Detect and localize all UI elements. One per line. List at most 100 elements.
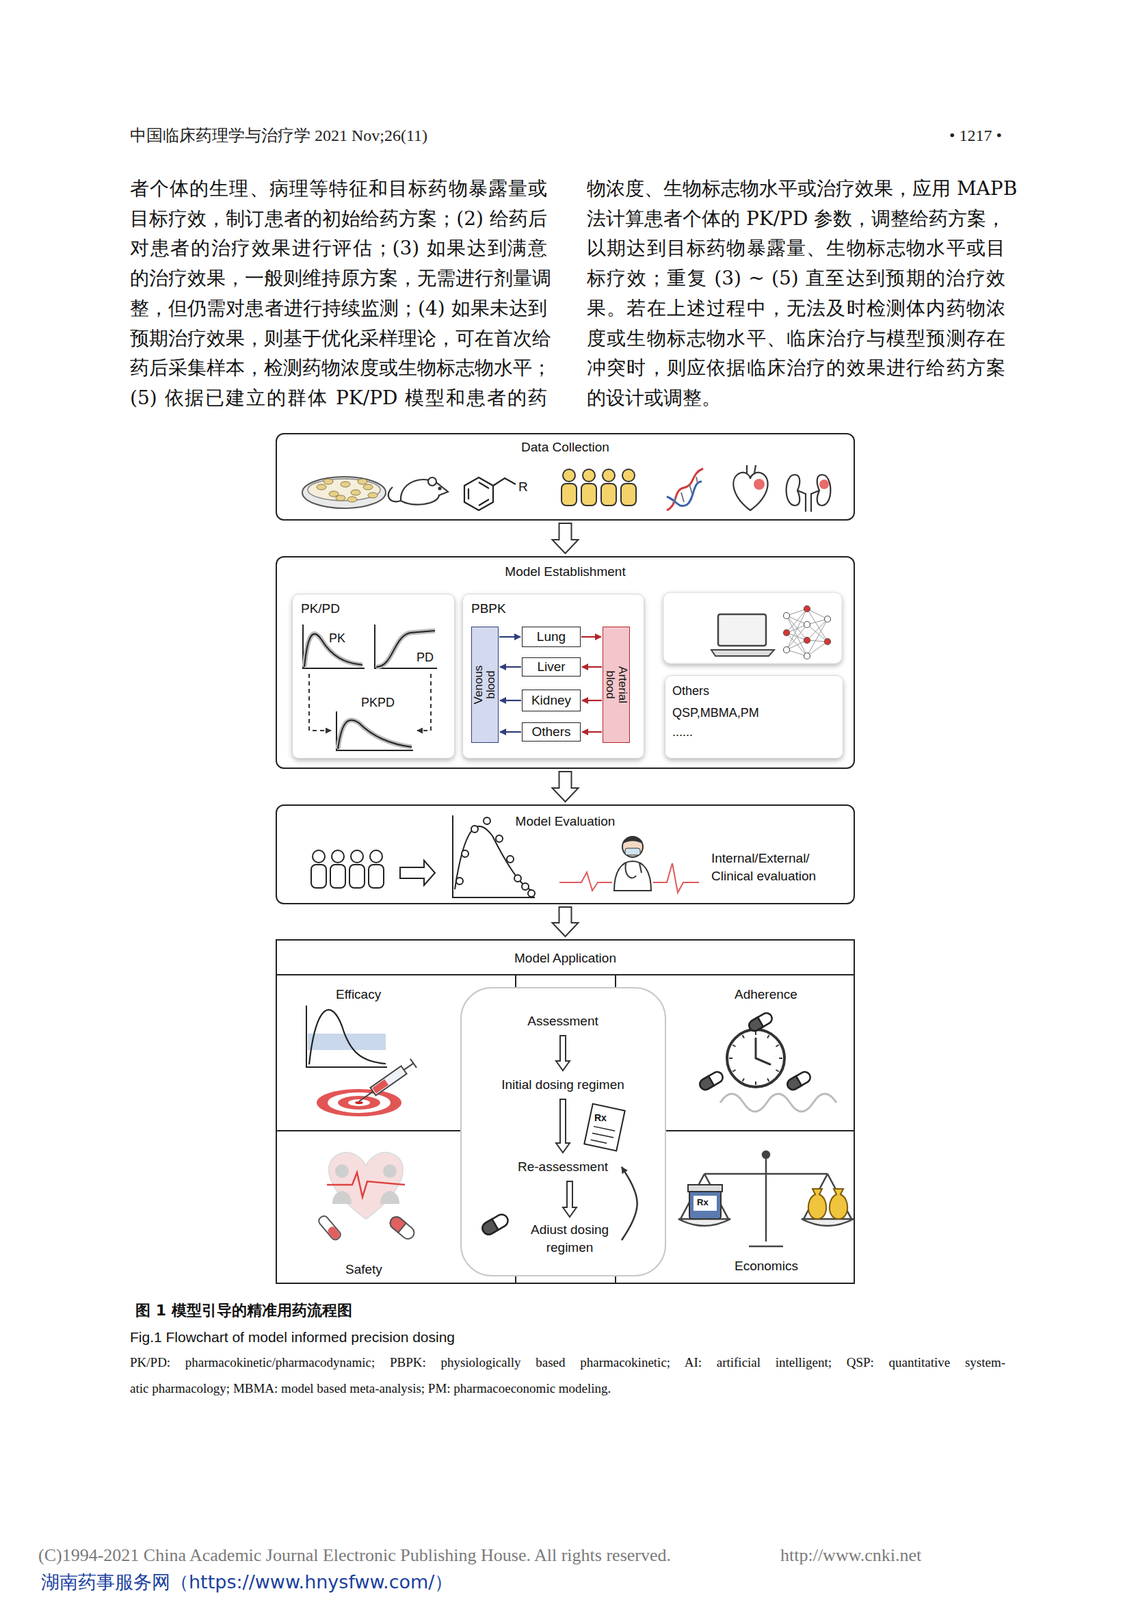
petri-dish: [302, 476, 386, 509]
dashed-arrow: [309, 673, 431, 731]
capsule-icon: [480, 1211, 511, 1237]
grid-line: [656, 1129, 855, 1132]
pd-plot: [374, 624, 438, 669]
fit-plot: [514, 874, 522, 882]
text-label: 湖南药事服务网（https://www.hnysfww.com/）: [41, 1570, 453, 1594]
node-text: Liver: [522, 659, 580, 676]
target-icon: [327, 1092, 391, 1113]
fit-plot: [456, 877, 464, 885]
clock-tick: [775, 1069, 779, 1072]
pill-icon: [697, 1010, 812, 1092]
fit-plot: [495, 835, 503, 842]
blood-column: Arterial blood: [602, 626, 630, 743]
benzene-structure: [464, 477, 494, 511]
petri-dish: [307, 478, 381, 501]
neural-network: [807, 641, 828, 656]
node-text: Internal/External/ Clinical evaluation: [711, 849, 838, 885]
pd-plot: [374, 624, 438, 669]
population-outline: [331, 850, 345, 863]
text-label: 的设计或调整。: [586, 385, 1006, 410]
target-icon: [404, 1062, 414, 1070]
cell-area: Economics: [616, 1131, 857, 1286]
neural-network: [804, 653, 811, 660]
pill-bottle: [688, 1184, 723, 1219]
pill-icon: [746, 1010, 774, 1033]
connector-arrow: [556, 1099, 570, 1153]
target-icon: [355, 1058, 417, 1106]
step-box: Re-assessment: [508, 1156, 618, 1178]
text-label: PK/PD: pharmacokinetic/pharmacodynamic; …: [129, 1354, 1006, 1371]
efficacy-plot: [306, 1005, 388, 1067]
pill-icon: [746, 1016, 764, 1033]
connector-arrow: [499, 731, 522, 733]
dashed-arrow: [417, 673, 431, 731]
grid-line: [275, 973, 855, 976]
node-text: Data Collection: [276, 439, 854, 456]
cell-colony: [335, 495, 346, 501]
safety-icon: [317, 1213, 342, 1242]
connector-arrow: [499, 666, 522, 668]
pill-icon: [697, 1069, 725, 1092]
population-outline: [311, 864, 327, 888]
organ-box: Others: [521, 722, 581, 742]
safety-icon: [317, 1152, 417, 1242]
efficacy-plot: [309, 1009, 386, 1065]
node-text: Initial dosing regimen: [494, 1077, 632, 1093]
node-text: PBPK: [471, 601, 507, 617]
balance-scale: [704, 1155, 828, 1247]
clock-tick: [729, 1031, 783, 1085]
balance-scale: [678, 1151, 854, 1247]
connector-arrow: [556, 1035, 570, 1071]
fit-plot: [471, 825, 479, 833]
target-icon: [372, 1079, 389, 1094]
node-text: QSP,MBMA,PM: [672, 705, 760, 721]
step-box: Initial dosing regimen: [494, 1074, 632, 1095]
fit-plot: [483, 817, 491, 825]
text-label: Fig.1 Flowchart of model informed precis…: [129, 1328, 455, 1346]
figure-caption: 图 1 模型引导的精准用药流程图: [135, 1300, 353, 1321]
clock-tick: [767, 1034, 770, 1038]
kidney-icon: [786, 474, 831, 512]
neural-network: [804, 605, 811, 613]
clock-tick: [729, 1057, 733, 1059]
connector-arrow: [499, 636, 521, 638]
node-text: Others: [522, 724, 580, 741]
connector-arrow: [621, 1166, 638, 1240]
text-label: http://www.cnki.net: [780, 1544, 922, 1567]
neural-network: [783, 629, 790, 637]
connector-arrow: [562, 1181, 577, 1217]
ai-subpanel: [711, 649, 775, 656]
clock-tick: [742, 1077, 745, 1081]
neural-network: [783, 646, 790, 654]
dna-icon: [666, 468, 704, 511]
benzene-structure: [493, 478, 516, 486]
population-outline: [370, 850, 383, 863]
neural-network: [786, 624, 808, 650]
text-label: 以期达到目标药物暴露量、生物标志物水平或目: [586, 235, 1006, 260]
neural-network: [783, 605, 831, 660]
node-text: Lung: [522, 629, 580, 645]
clock-tick: [775, 1045, 779, 1048]
target-icon: [354, 1101, 364, 1104]
clinician-icon: [622, 836, 643, 857]
cell-colony: [350, 489, 361, 496]
blood-column: Venous blood: [471, 626, 499, 743]
efficacy-plot: [307, 1033, 386, 1050]
safety-icon: [326, 1172, 405, 1197]
clock-tick: [778, 1057, 783, 1059]
target-icon: [359, 1091, 373, 1102]
node-text: Others: [672, 683, 710, 699]
rat-icon: [428, 477, 437, 486]
node-text: Assessment: [508, 1013, 618, 1030]
node-text: PK/PD: [300, 601, 340, 617]
neural-network: [824, 616, 831, 623]
double-arrow: [400, 860, 435, 885]
text-label: 冲突时，则应依据临床治疗的效果进行给药方案: [586, 355, 1006, 380]
population-icon: [561, 469, 637, 506]
cell-colony: [316, 484, 327, 490]
connector-arrow: [581, 636, 602, 638]
safety-icon: [387, 1213, 407, 1233]
safety-icon: [382, 1164, 397, 1178]
target-icon: [316, 1088, 402, 1117]
rat-icon: [400, 479, 448, 505]
